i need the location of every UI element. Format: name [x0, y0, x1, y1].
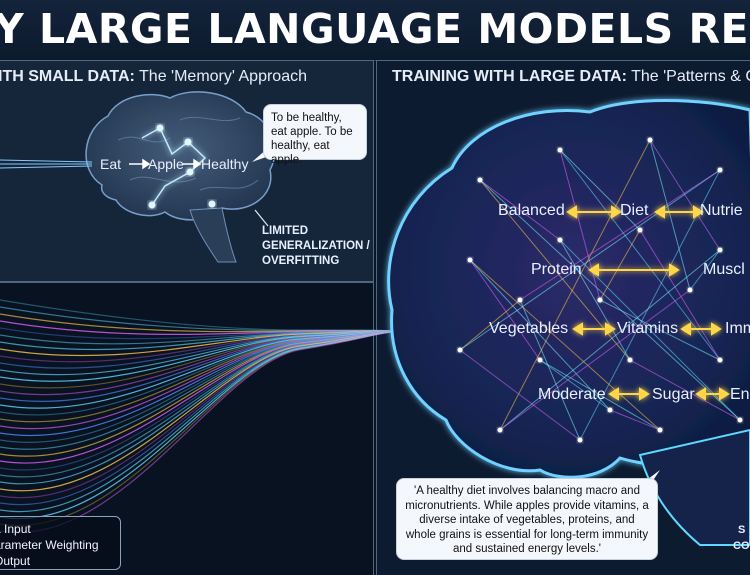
- neural-link: [459, 169, 721, 351]
- concept-diet: Diet: [620, 202, 649, 219]
- memory-bubble: To be healthy, eat apple. To be healthy,…: [263, 104, 367, 166]
- chain-apple: Apple: [148, 156, 184, 172]
- neuron-node: [557, 147, 563, 153]
- data-stream-line: [0, 330, 411, 464]
- concept-vegetables: Vegetables: [489, 320, 569, 337]
- neuron-node: [717, 167, 723, 173]
- neural-link: [499, 139, 651, 431]
- neural-link: [559, 149, 721, 361]
- concept-balanced: Balanced: [498, 202, 565, 219]
- neuron-node: [607, 407, 613, 413]
- chain-healthy: Healthy: [201, 156, 249, 172]
- neural-link: [559, 149, 641, 231]
- neuron-node: [717, 247, 723, 253]
- neural-link: [469, 259, 611, 411]
- neural-link: [599, 229, 641, 301]
- chain-eat: Eat: [100, 156, 122, 172]
- concept-nutrients: Nutrie: [700, 202, 743, 219]
- neural-link: [559, 149, 601, 301]
- small-panel-heading: ITH SMALL DATA: The 'Memory' Approach: [0, 68, 307, 85]
- neural-link: [459, 299, 521, 351]
- neuron-node: [687, 287, 693, 293]
- neural-link: [689, 249, 721, 291]
- chain-arrows: [129, 158, 202, 170]
- flow-legend: [0, 516, 121, 570]
- large-panel-heading: TRAINING WITH LARGE DATA: The 'Patterns …: [392, 68, 750, 85]
- neural-link: [499, 249, 721, 431]
- neuron-node: [717, 357, 723, 363]
- concept-moderate: Moderate: [538, 386, 606, 403]
- neuron-node: [647, 137, 653, 143]
- concept-energy: En: [730, 386, 750, 403]
- neural-link: [539, 359, 611, 411]
- neural-link: [459, 349, 581, 441]
- concept-vitamins: Vitamins: [617, 320, 679, 337]
- small-brain-icon: [85, 91, 276, 263]
- neural-link: [479, 179, 561, 241]
- neuron-node: [737, 417, 743, 423]
- concept-protein: Protein: [531, 261, 582, 278]
- neural-link: [519, 299, 581, 441]
- neural-link: [539, 359, 661, 431]
- neuron-node: [577, 437, 583, 443]
- concept-muscle: Muscl: [703, 261, 745, 278]
- flow-line-weighting: arameter Weighting: [0, 538, 99, 552]
- flow-line-output: Output: [0, 554, 31, 568]
- neural-link: [609, 409, 661, 431]
- neuron-node: [537, 357, 543, 363]
- neuron-node: [457, 347, 463, 353]
- neuron-node: [467, 257, 473, 263]
- neuron-node: [597, 297, 603, 303]
- neuron-node: [557, 237, 563, 243]
- page-title: Y LARGE LANGUAGE MODELS REQUIRE MASSIVE …: [0, 5, 750, 53]
- neural-link: [649, 139, 721, 251]
- data-stream-line: [0, 330, 411, 416]
- cut-label-2: CO: [733, 540, 750, 552]
- neural-link: [599, 299, 721, 361]
- large-brain-icon: [387, 99, 750, 546]
- data-stream-line: [0, 306, 411, 333]
- neuron-node: [497, 427, 503, 433]
- data-stream-icon: [0, 299, 411, 534]
- concept-sugar: Sugar: [652, 386, 695, 403]
- neuron-node: [627, 357, 633, 363]
- neural-link: [499, 289, 691, 431]
- concept-immunity: Imm: [725, 320, 750, 337]
- neuron-node: [637, 227, 643, 233]
- quote-bubble: 'A healthy diet involves balancing macro…: [396, 478, 658, 560]
- limit-line-1: LIMITED: [262, 225, 308, 237]
- neural-link: [639, 229, 721, 361]
- flow-line-input: a Input: [0, 522, 31, 536]
- data-stream-line: [0, 331, 411, 520]
- neuron-node: [657, 427, 663, 433]
- neural-link: [649, 139, 691, 291]
- neural-link: [469, 259, 661, 431]
- concept-arrows: [566, 205, 730, 401]
- cut-label-1: S: [738, 524, 746, 536]
- limit-line-2: GENERALIZATION /: [262, 240, 370, 252]
- neural-link: [469, 259, 541, 361]
- neural-link: [479, 179, 741, 421]
- data-stream-line: [0, 331, 411, 534]
- neural-link: [559, 239, 631, 361]
- input-lines-icon: [0, 159, 93, 169]
- neural-link: [629, 359, 741, 421]
- neuron-node: [477, 177, 483, 183]
- title-bar: Y LARGE LANGUAGE MODELS REQUIRE MASSIVE …: [0, 0, 750, 61]
- limit-line-3: OVERFITTING: [262, 255, 340, 267]
- neuron-node: [517, 297, 523, 303]
- neural-link: [519, 169, 721, 301]
